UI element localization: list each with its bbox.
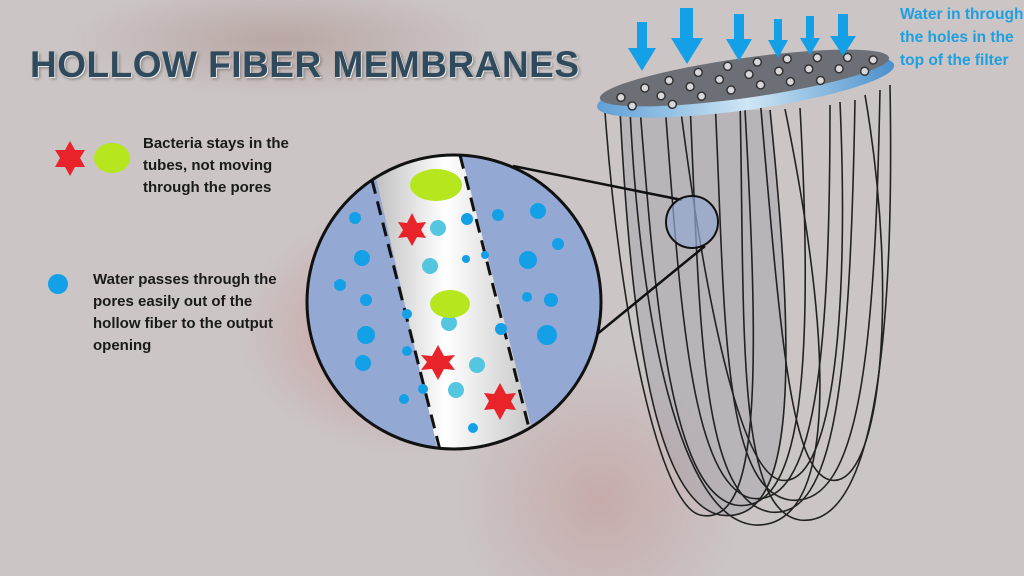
bacteria-star	[484, 383, 516, 420]
hollow-fiber-bundle	[604, 84, 892, 526]
zoom-line	[512, 164, 683, 202]
arrow-down-icon	[671, 8, 703, 64]
water-inside-tube	[422, 220, 485, 398]
filter-top-disk	[596, 49, 895, 118]
water-in-arrows	[628, 8, 856, 71]
bacteria-star	[398, 213, 426, 246]
arrow-down-icon	[628, 22, 656, 71]
arrow-down-icon	[726, 14, 752, 61]
bacteria-blob	[410, 169, 462, 201]
bacteria-legend-text: Bacteria stays in the tubes, not moving …	[143, 135, 289, 196]
arrow-down-icon	[800, 16, 820, 55]
magnified-fiber-view	[305, 153, 603, 451]
arrow-down-icon	[768, 19, 788, 58]
zoom-line	[595, 245, 706, 336]
water-dot-icon	[48, 274, 68, 294]
water-legend-text: Water passes through the pores easily ou…	[93, 271, 277, 354]
bacteria-blob	[430, 290, 470, 318]
bacteria-blob-icon	[94, 143, 130, 173]
arrow-down-icon	[830, 14, 856, 56]
zoom-source-lens	[665, 195, 719, 249]
fiber-wall-pores	[458, 155, 532, 433]
filter-inlet-note: Water in through the holes in the top of…	[900, 6, 1024, 69]
water-molecules	[334, 203, 564, 433]
bacteria-star	[421, 345, 455, 380]
page-title: HOLLOW FIBER MEMBRANES	[30, 44, 580, 85]
bacteria-star-icon	[55, 141, 85, 176]
